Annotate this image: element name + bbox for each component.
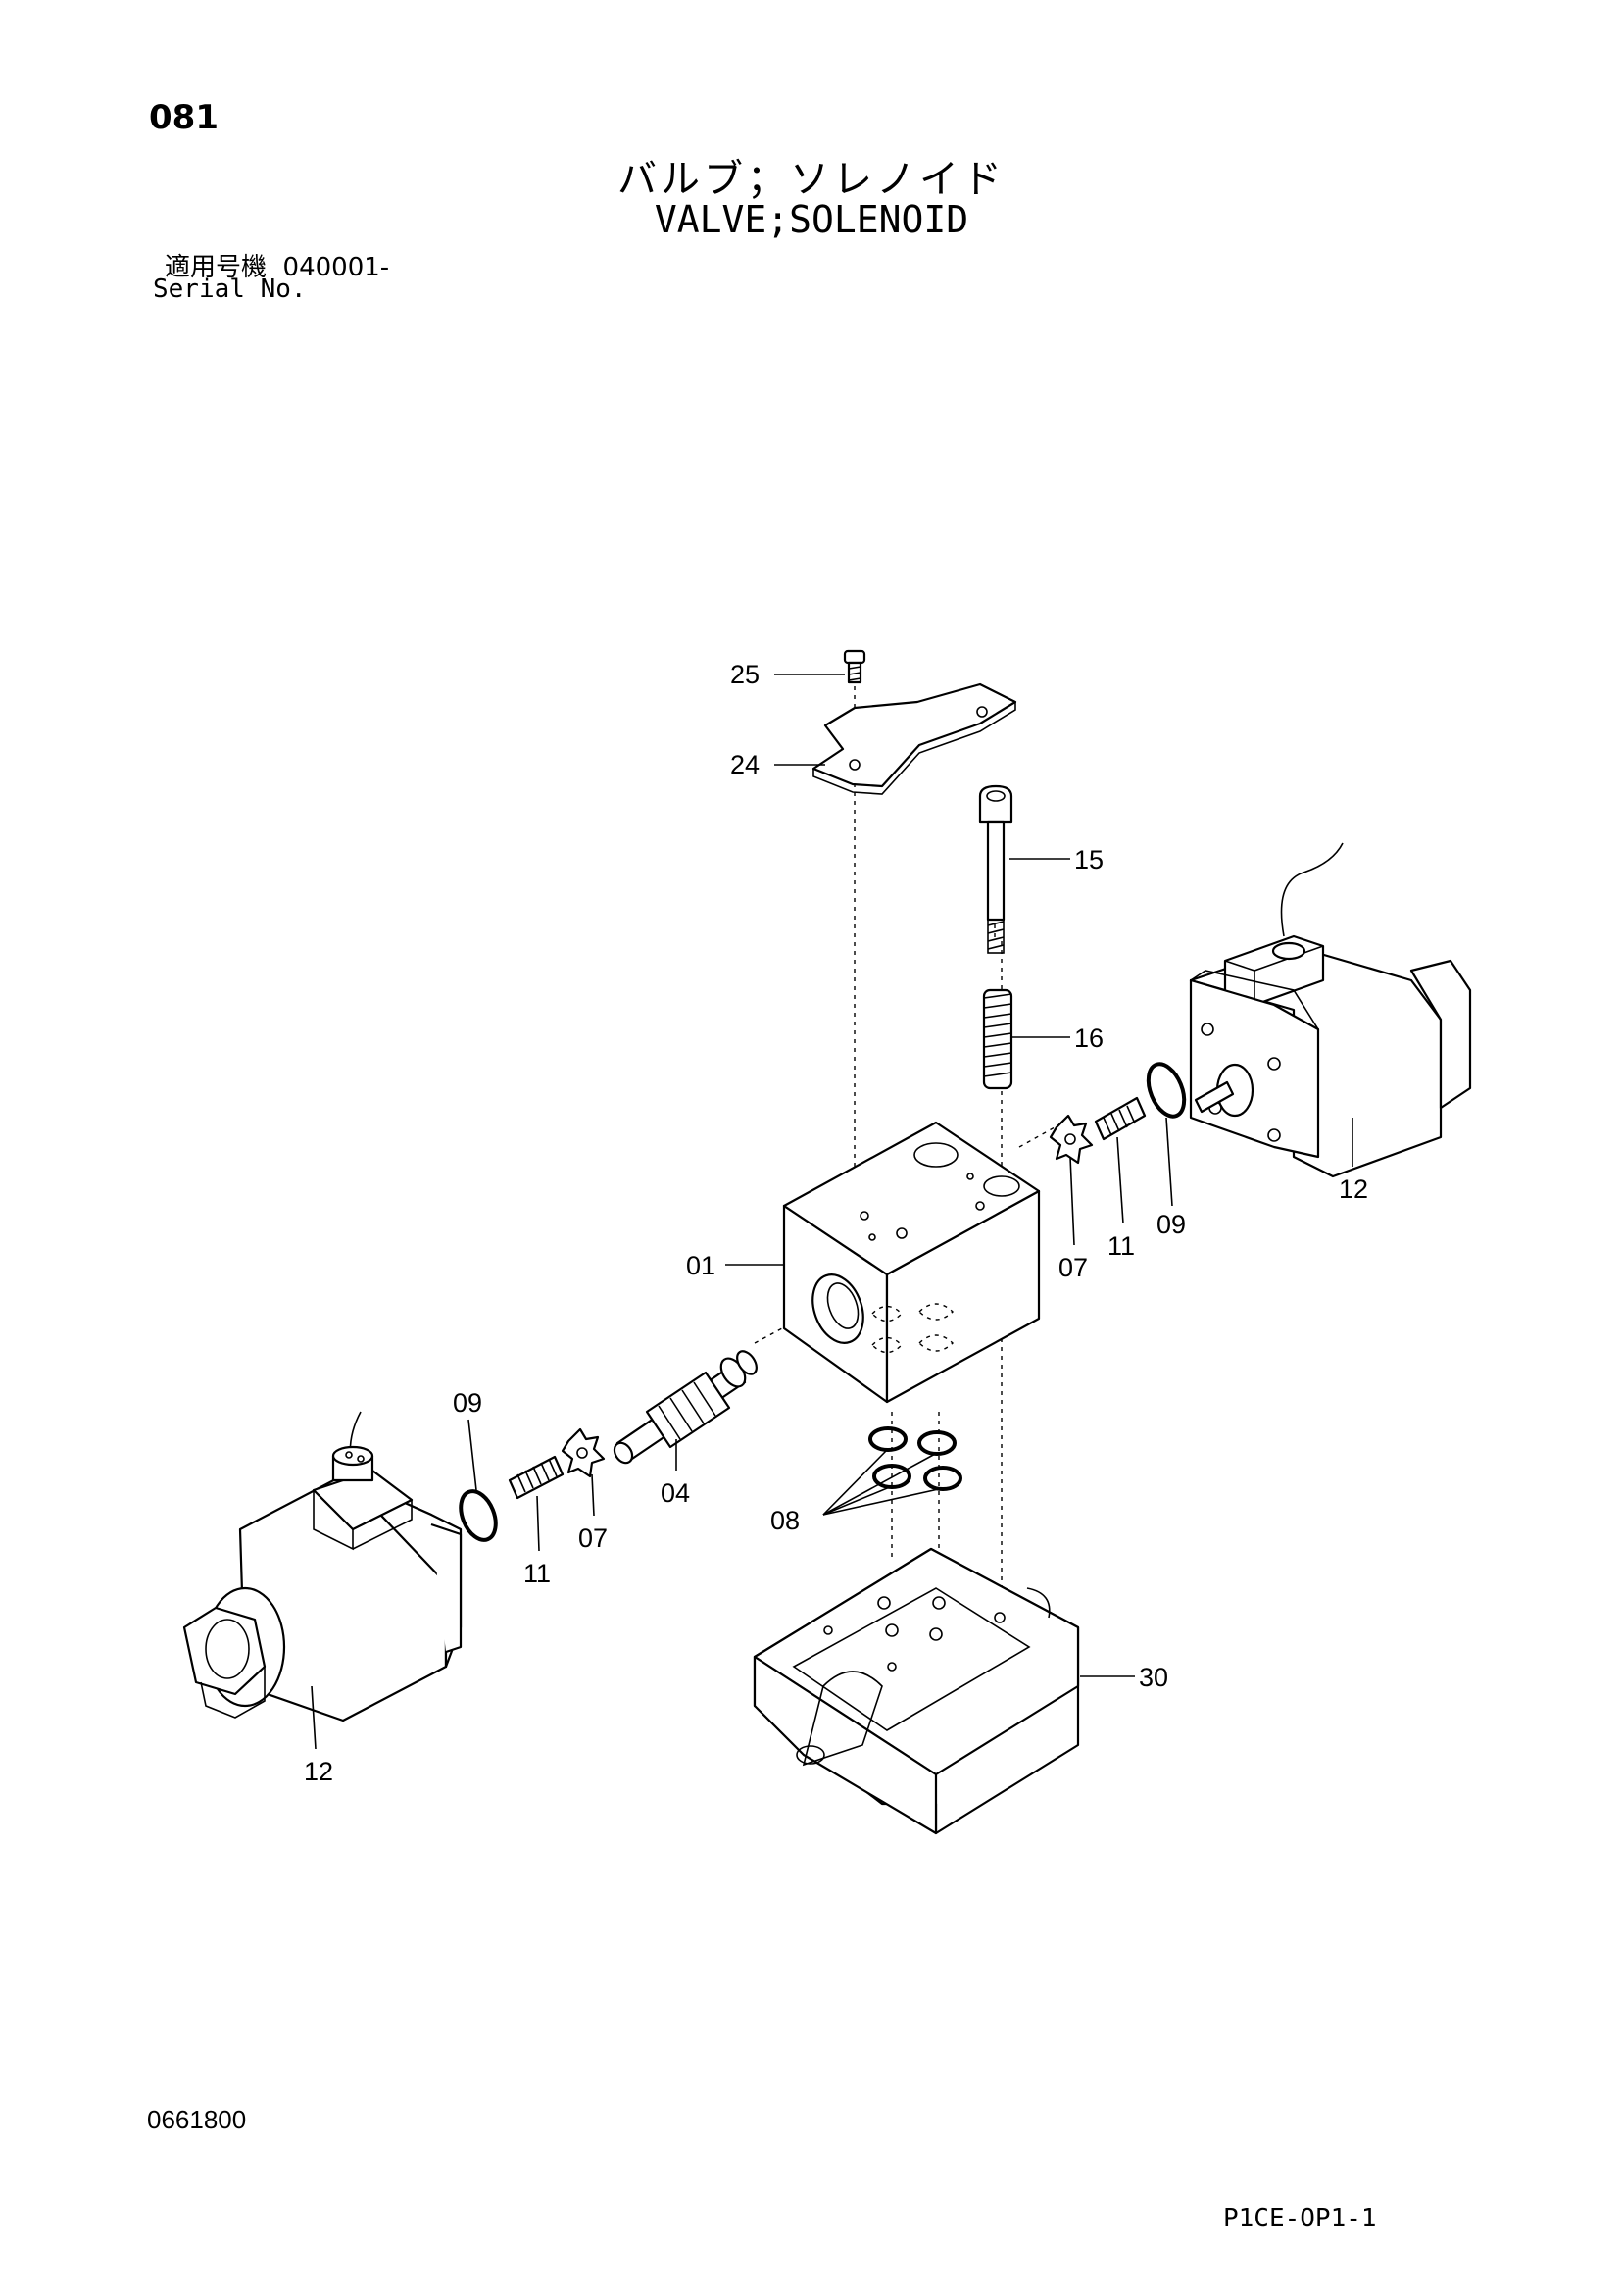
callout-01: 01 [686,1251,715,1280]
serial-label-english: Serial No. [153,275,307,304]
callout-08: 08 [770,1506,800,1535]
page-code: P1CE-OP1-1 [1223,2204,1377,2233]
serial-label-japanese: 適用号機 040001- [165,247,389,283]
part-16-spring [982,988,1013,1090]
part-12-left-solenoid [182,1411,463,1722]
part-30-base-block [753,1547,1080,1835]
part-07-right-stopper [1049,1114,1094,1165]
callout-numbers: 25 24 15 16 12 09 11 07 01 09 11 07 04 0… [304,660,1368,1786]
part-24-cover-plate [812,682,1017,795]
callout-16: 16 [1074,1023,1104,1053]
part-11-left-spring [508,1455,565,1500]
part-09-right-oring [1146,1062,1187,1119]
part-08-orings [868,1426,962,1491]
callout-11-left: 11 [523,1559,551,1588]
serial-value: 040001- [282,253,390,282]
callout-07-right: 07 [1058,1253,1088,1282]
callout-09-left: 09 [453,1388,482,1418]
callout-24: 24 [730,750,760,779]
part-12-right-solenoid [1189,842,1472,1178]
callout-12-left: 12 [304,1757,333,1786]
title-japanese: バルブ；ソレノイド [617,157,1006,202]
part-09-left-oring [459,1489,498,1542]
callout-25: 25 [730,660,760,689]
part-04-spool [613,1350,758,1465]
leader-lines [311,674,1353,1750]
callout-30: 30 [1139,1663,1168,1692]
page-number: 081 [149,98,219,137]
serial-label-ja: 適用号機 [165,253,268,282]
title-english: VALVE;SOLENOID [654,198,969,241]
callout-15: 15 [1074,845,1104,874]
drawing-number: 0661800 [147,2105,247,2134]
part-15-bolt [978,784,1013,954]
part-11-right-spring [1094,1096,1147,1141]
callout-12-right: 12 [1339,1174,1368,1204]
part-25-screw [843,649,866,684]
callout-11-right: 11 [1107,1231,1135,1261]
callout-04: 04 [661,1478,690,1508]
callout-07-left: 07 [578,1523,608,1553]
part-01-valve-body [782,1121,1041,1404]
callout-09-right: 09 [1156,1210,1186,1239]
part-07-left-stopper [561,1427,606,1478]
